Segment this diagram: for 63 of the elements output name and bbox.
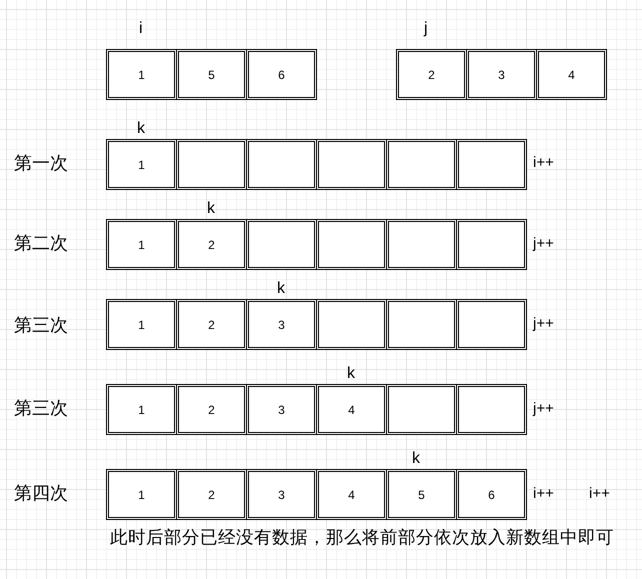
cell-value: 4 — [348, 488, 355, 502]
array-cell — [246, 384, 317, 435]
increment-note: j++ — [533, 315, 554, 333]
pass-label: 第四次 — [14, 483, 68, 505]
pointer-label: i — [139, 20, 143, 38]
array-cell — [386, 469, 457, 520]
increment-note: j++ — [533, 400, 554, 418]
cell-value: 2 — [208, 318, 215, 332]
increment-note: j++ — [533, 235, 554, 253]
cell-value: 1 — [138, 402, 145, 416]
pass-label: 第二次 — [14, 233, 68, 255]
array-cell — [246, 49, 317, 100]
array-cell — [106, 139, 177, 190]
array-cell — [316, 384, 387, 435]
pointer-label: j — [424, 20, 428, 38]
array-cell — [176, 384, 247, 435]
array-cell — [176, 469, 247, 520]
array-cell — [246, 469, 317, 520]
caption-text: 此时后部分已经没有数据，那么将前部分依次放入新数组中即可 — [110, 527, 614, 549]
cell-value: 3 — [278, 488, 285, 502]
array-cell — [176, 49, 247, 100]
cell-value: 4 — [348, 402, 355, 416]
array-cell — [466, 49, 537, 100]
pointer-label: k — [412, 450, 420, 468]
array-cell — [456, 469, 527, 520]
array-cell — [176, 299, 247, 350]
cell-value: 3 — [278, 402, 285, 416]
pointer-label: k — [137, 120, 145, 138]
pass-label: 第一次 — [14, 153, 68, 175]
array-cell — [106, 469, 177, 520]
array-cell — [106, 384, 177, 435]
array-cell — [106, 219, 177, 270]
cell-value: 3 — [498, 68, 505, 82]
pointer-label: k — [277, 280, 285, 298]
cell-value: 1 — [138, 238, 145, 252]
array-cell — [106, 49, 177, 100]
increment-note: i++ — [533, 485, 554, 503]
cell-value: 2 — [208, 488, 215, 502]
array-cell — [396, 49, 467, 100]
pass-label: 第三次 — [14, 398, 68, 420]
cell-value: 1 — [138, 488, 145, 502]
array-cell — [316, 469, 387, 520]
array-cell — [246, 299, 317, 350]
cell-value: 1 — [138, 68, 145, 82]
cell-value: 1 — [138, 318, 145, 332]
array-cell — [536, 49, 607, 100]
cell-value: 4 — [568, 68, 575, 82]
cell-value: 2 — [208, 238, 215, 252]
cell-value: 6 — [278, 68, 285, 82]
cell-value: 5 — [418, 488, 425, 502]
cell-value: 5 — [208, 68, 215, 82]
increment-note: i++ — [589, 485, 610, 503]
cell-value: 3 — [278, 318, 285, 332]
array-cell — [176, 219, 247, 270]
pointer-label: k — [207, 200, 215, 218]
cell-value: 2 — [428, 68, 435, 82]
cell-value: 2 — [208, 402, 215, 416]
pointer-label: k — [347, 365, 355, 383]
pass-label: 第三次 — [14, 315, 68, 337]
cell-value: 1 — [138, 158, 145, 172]
increment-note: i++ — [533, 154, 554, 172]
cell-value: 6 — [488, 488, 495, 502]
array-cell — [106, 299, 177, 350]
